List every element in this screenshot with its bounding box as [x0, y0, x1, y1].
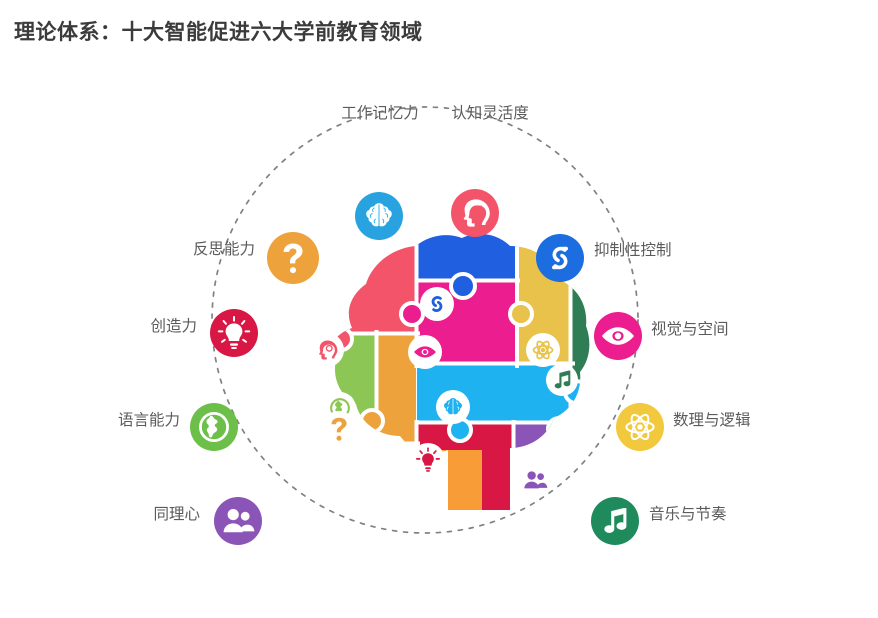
node-reflection[interactable]: [267, 232, 319, 284]
node-working-memory[interactable]: [355, 192, 403, 240]
brain-icon-badge-music: [546, 364, 578, 396]
orbit-nodes: [190, 189, 664, 545]
label-creativity: 创造力: [150, 318, 197, 335]
label-reflection: 反思能力: [192, 241, 255, 258]
page-title: 理论体系：十大智能促进六大学前教育领域: [14, 21, 423, 44]
puzzle-piece-top-blue: [417, 233, 517, 280]
node-math-logic[interactable]: [616, 403, 664, 451]
brain-icon-badge-atom: [526, 333, 560, 367]
label-inhibitory-control: 抑制性控制: [594, 242, 672, 259]
node-language-ability[interactable]: [190, 403, 238, 451]
label-working-memory: 工作记忆力: [341, 105, 419, 122]
label-math-logic: 数理与逻辑: [673, 412, 751, 429]
label-music-rhythm: 音乐与节奏: [649, 506, 727, 523]
brain-icon-badge-eye: [408, 335, 442, 369]
node-creativity[interactable]: [210, 309, 258, 357]
node-music-rhythm[interactable]: [591, 497, 639, 545]
label-visual-spatial: 视觉与空间: [651, 321, 729, 338]
brain-icon-badge-head-refresh: [310, 333, 344, 367]
node-inhibitory-control[interactable]: [536, 234, 584, 282]
brain-icon-badge-people: [518, 463, 552, 497]
diagram-canvas: [190, 106, 664, 545]
label-empathy: 同理心: [153, 506, 200, 523]
brain-icon-badge-bulb: [411, 443, 445, 477]
node-visual-spatial[interactable]: [594, 312, 642, 360]
brain-icon-badge-chain: [420, 287, 454, 321]
brain-icon-badge-question: [321, 411, 357, 447]
brain-piece-icons: [310, 287, 578, 497]
brain-intelligence-diagram: 工作记忆力 认知灵活度 抑制性控制 视觉与空间 数理与逻辑 音乐与节奏 同理心 …: [0, 58, 878, 618]
brain-icon-badge-brain: [436, 390, 470, 424]
node-cognitive-flexibility[interactable]: [451, 189, 499, 237]
orbit-dashed-circle: [211, 106, 639, 534]
label-cognitive-flexibility: 认知灵活度: [451, 105, 529, 122]
node-empathy[interactable]: [214, 497, 262, 545]
label-language-ability: 语言能力: [117, 412, 180, 429]
